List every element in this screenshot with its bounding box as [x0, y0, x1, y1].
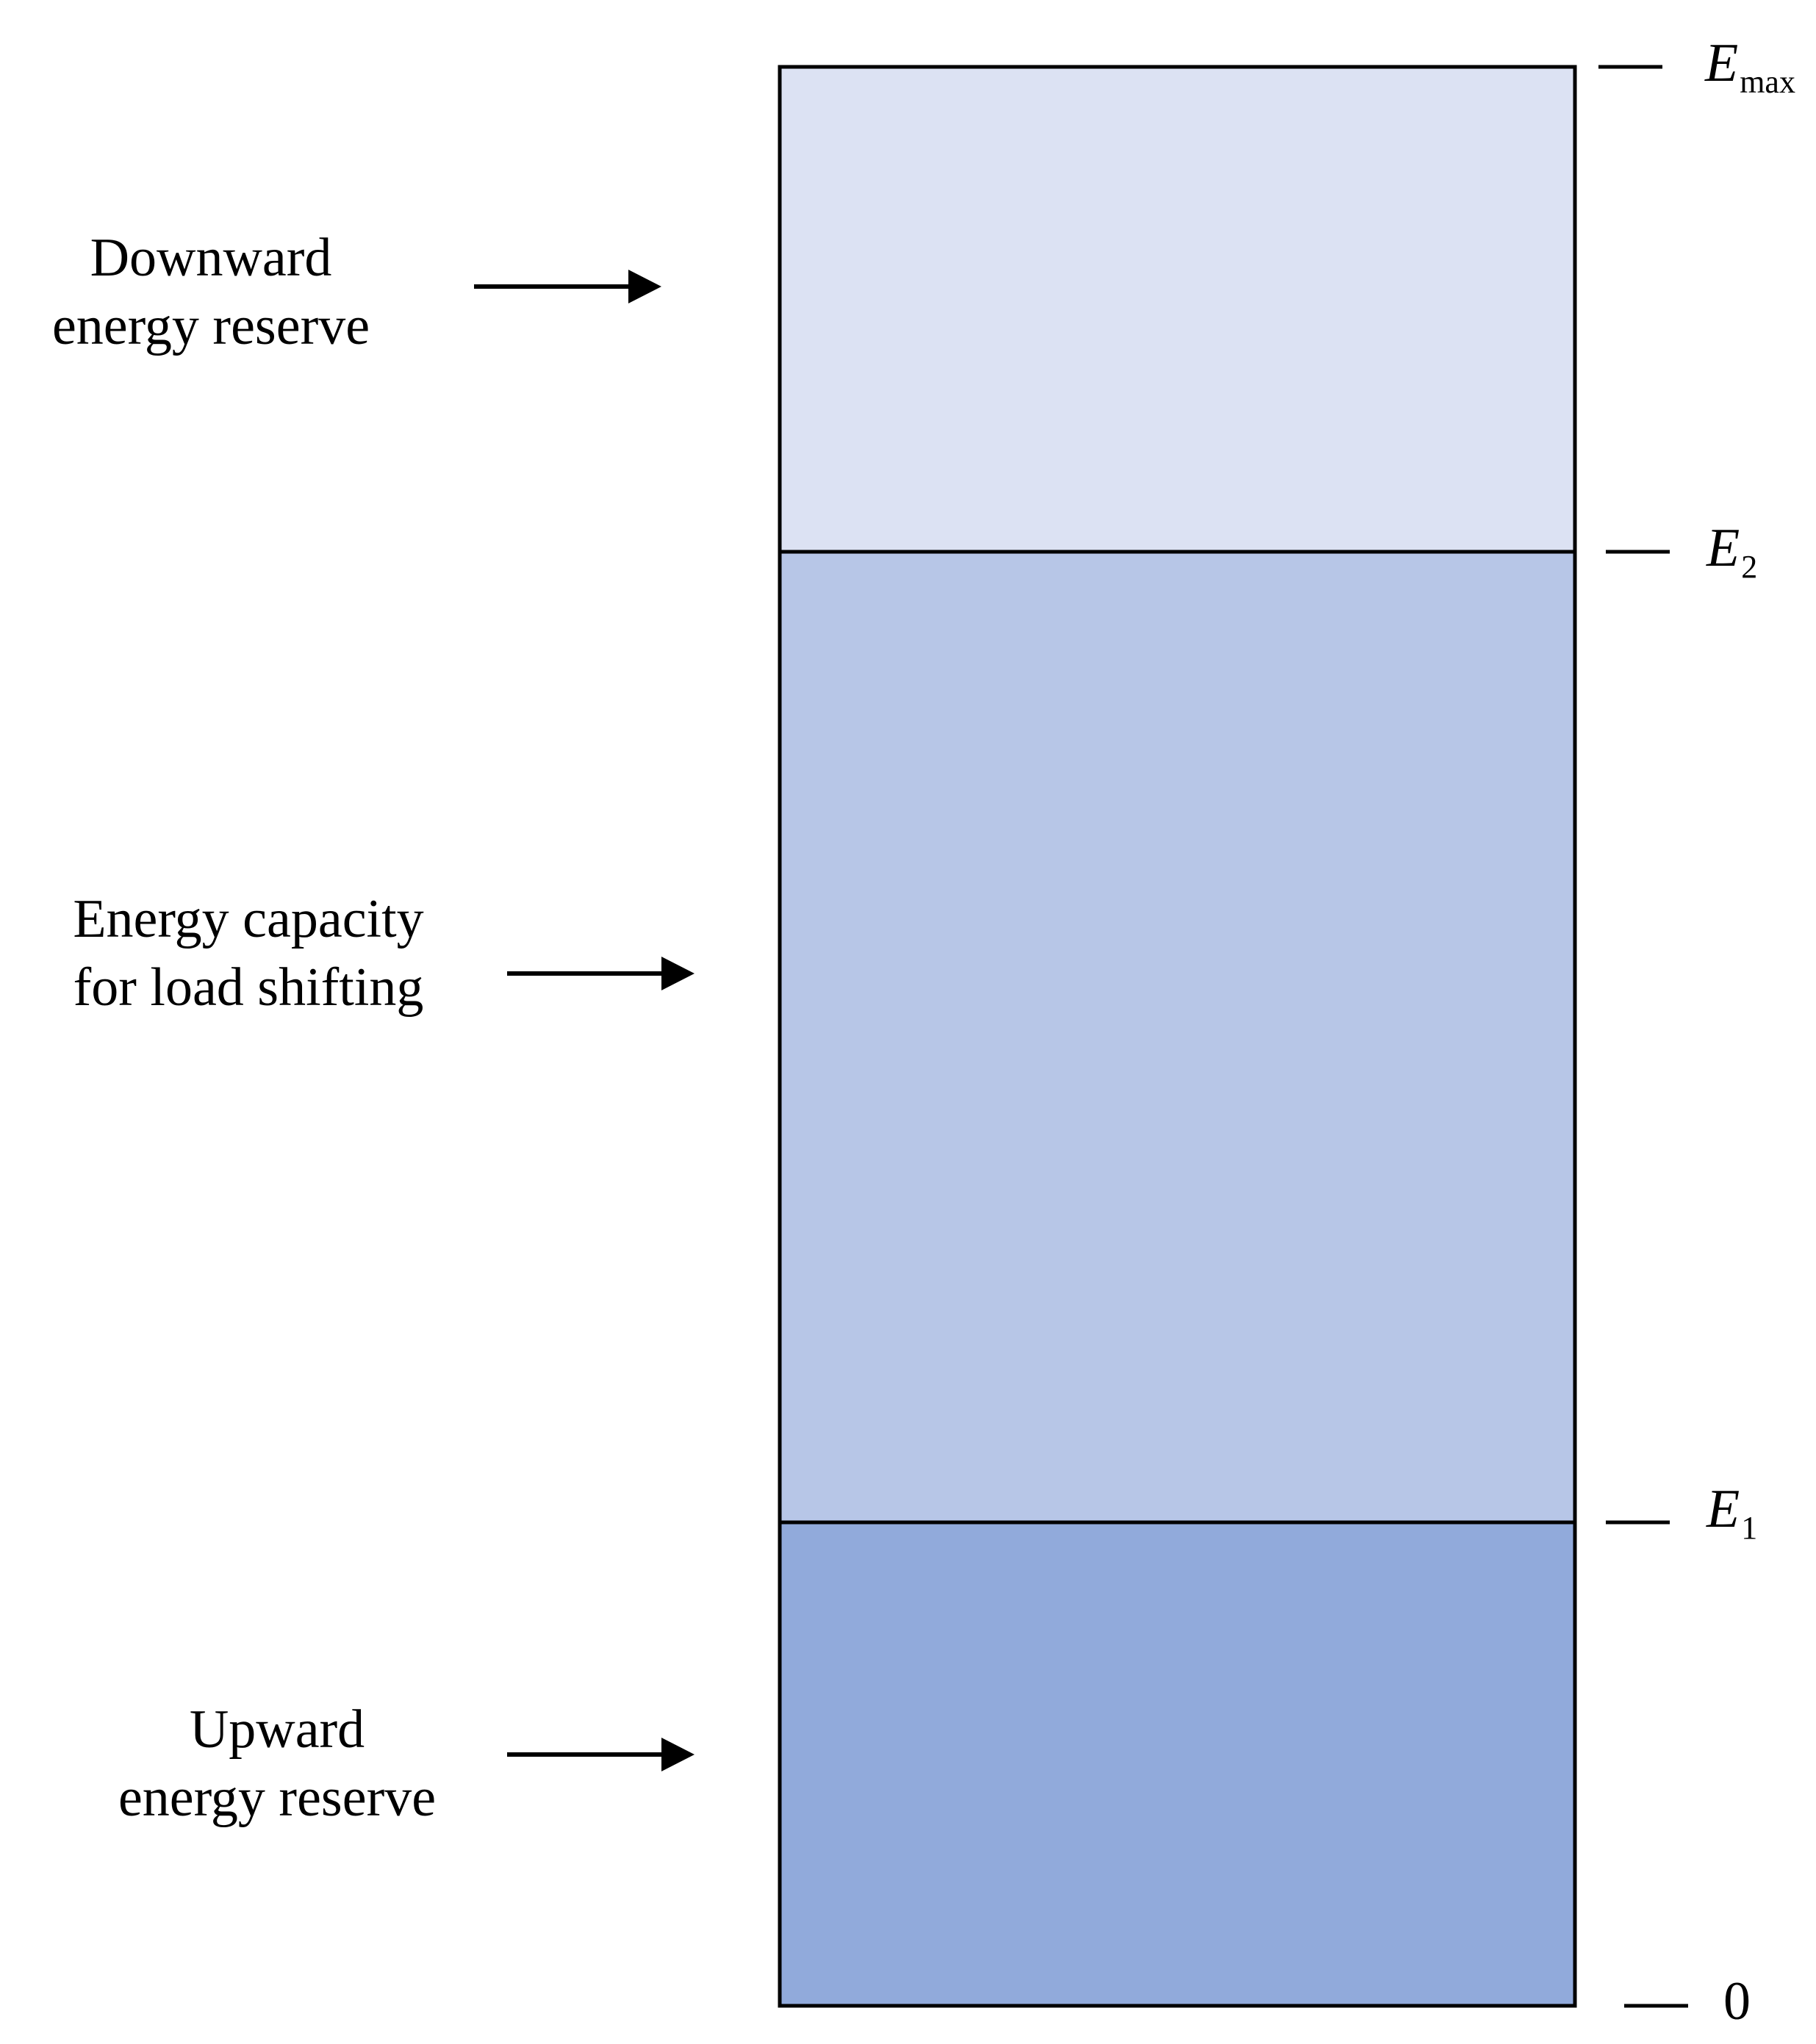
e2-label: E2 [1706, 518, 1757, 585]
load-shifting-label: Energy capacity [73, 889, 423, 949]
e1-main: E [1706, 1479, 1740, 1539]
e2-sub: 2 [1741, 549, 1757, 585]
upward-arrow [507, 1738, 695, 1771]
load-label-line1: Energy capacity [73, 889, 423, 949]
e2-main: E [1706, 518, 1740, 578]
zero-main: 0 [1723, 1971, 1751, 2032]
load-label-line2: for load shifting [73, 957, 424, 1018]
downward-reserve-region [778, 65, 1577, 554]
downward-reserve-label: Downward [90, 228, 332, 288]
upward-reserve-label: Upward [190, 1699, 365, 1760]
load-shifting-arrow [507, 957, 695, 990]
emax-sub: max [1740, 64, 1795, 100]
upward-label-line1: Upward [190, 1699, 365, 1760]
downward-label-line2: energy reserve [52, 296, 370, 356]
downward-label-line1: Downward [90, 228, 332, 288]
downward-reserve-label-2: energy reserve [52, 296, 370, 356]
emax-label: Emax [1704, 33, 1795, 100]
downward-arrow [474, 270, 661, 303]
load-shifting-region [778, 550, 1577, 1525]
upward-label-line2: energy reserve [118, 1768, 436, 1828]
load-shifting-label-2: for load shifting [73, 957, 424, 1018]
upward-reserve-label-2: energy reserve [118, 1768, 436, 1828]
zero-label: 0 [1723, 1971, 1751, 2032]
e1-label: E1 [1706, 1479, 1757, 1546]
upward-reserve-region [778, 1520, 1577, 2008]
e1-sub: 1 [1741, 1510, 1757, 1546]
emax-main: E [1704, 33, 1738, 93]
